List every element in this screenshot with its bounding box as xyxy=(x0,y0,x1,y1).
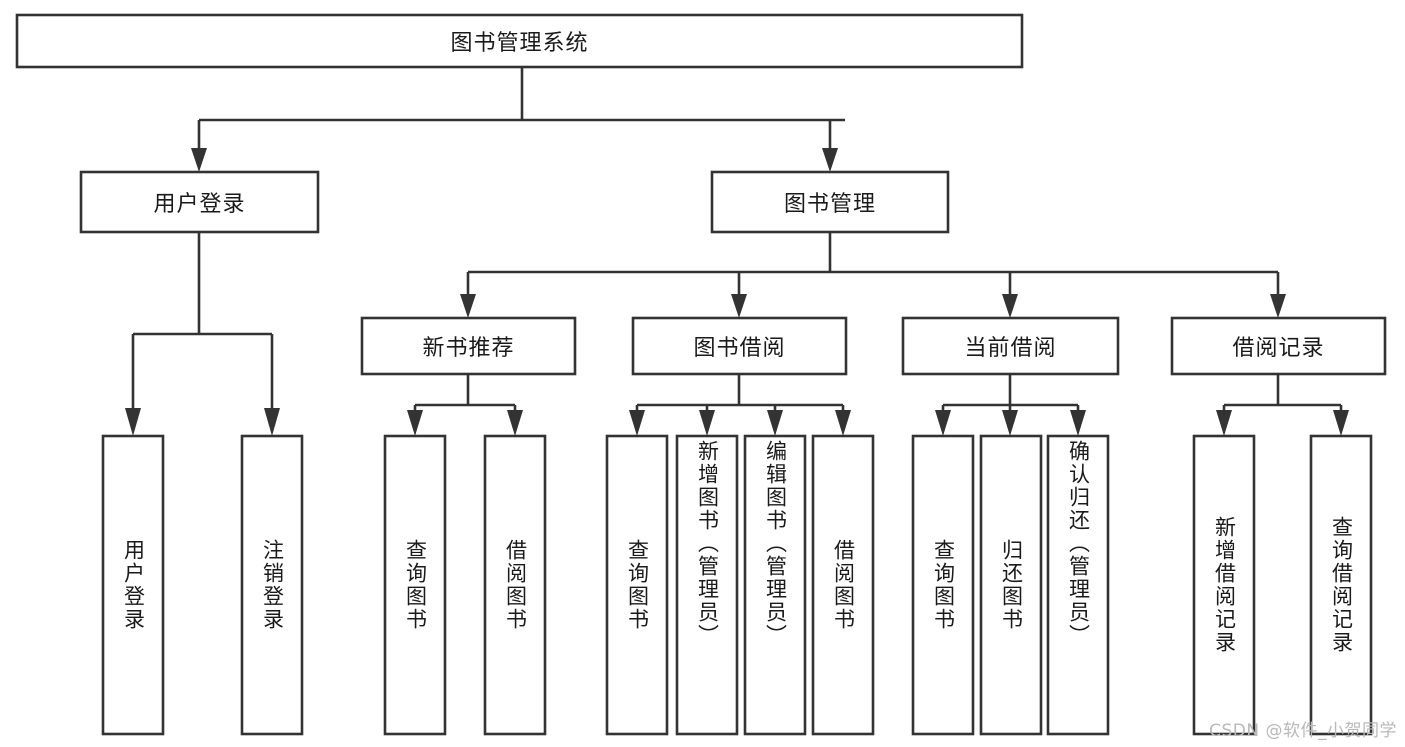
leaf-new-book-0[interactable] xyxy=(383,434,447,736)
leaf-borrow-record-0[interactable] xyxy=(1192,434,1256,736)
connector-userlogin-to-leaves xyxy=(125,232,280,436)
leaf-current-borrow-2[interactable] xyxy=(1046,434,1110,736)
connector-borrowrecord-to-leaves xyxy=(1216,374,1349,436)
connector-newbook-to-leaves xyxy=(407,374,523,436)
node-book-borrow[interactable] xyxy=(631,316,848,376)
csdn-watermark: CSDN @软件_小贺同学 xyxy=(1209,721,1397,741)
connector-bookborrow-to-leaves xyxy=(629,374,851,436)
leaf-user-login-1[interactable] xyxy=(240,434,304,736)
leaf-book-borrow-2[interactable] xyxy=(743,434,807,736)
leaf-current-borrow-0[interactable] xyxy=(911,434,975,736)
node-book-management[interactable] xyxy=(710,170,950,234)
node-root[interactable] xyxy=(15,13,1024,69)
leaf-new-book-1[interactable] xyxy=(483,434,547,736)
leaf-current-borrow-1[interactable] xyxy=(979,434,1043,736)
leaf-book-borrow-3[interactable] xyxy=(811,434,875,736)
node-borrow-record[interactable] xyxy=(1170,316,1387,376)
leaf-borrow-record-1[interactable] xyxy=(1309,434,1373,736)
node-current-borrow[interactable] xyxy=(901,316,1120,376)
leaf-user-login-0[interactable] xyxy=(101,434,165,736)
connector-bookmgmt-to-level2 xyxy=(460,232,1286,318)
node-new-book-recommend[interactable] xyxy=(360,316,577,376)
node-user-login[interactable] xyxy=(79,170,320,234)
connector-root-to-level1 xyxy=(191,67,845,172)
leaf-book-borrow-1[interactable] xyxy=(675,434,739,736)
connector-currentborrow-to-leaves xyxy=(935,374,1086,436)
leaf-book-borrow-0[interactable] xyxy=(605,434,669,736)
